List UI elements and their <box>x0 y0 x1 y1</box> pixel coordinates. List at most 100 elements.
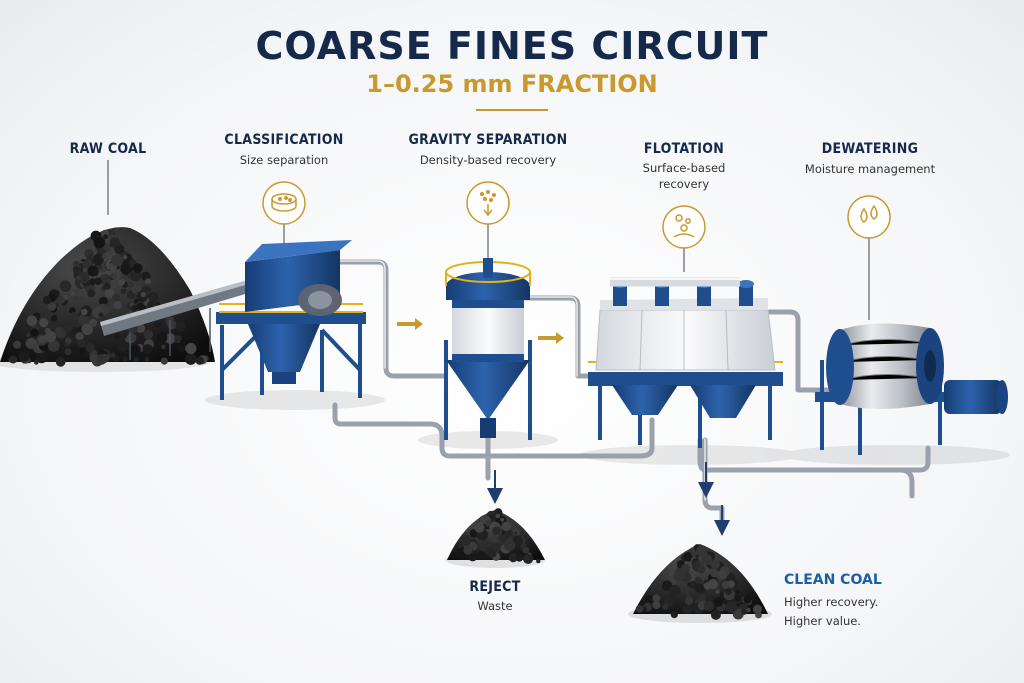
flotation-drive <box>739 284 753 306</box>
dewatering-unit <box>815 323 1008 455</box>
coal-chunk <box>62 320 74 332</box>
coal-chunk <box>120 288 127 295</box>
output-desc-reject: Waste <box>477 599 513 613</box>
stage-label-dewatering: DEWATERING <box>821 141 919 157</box>
coal-chunk <box>96 354 107 365</box>
coal-chunk <box>112 293 120 302</box>
sieve-icon <box>262 181 306 225</box>
coal-chunk <box>680 563 691 574</box>
coal-chunk <box>89 278 96 286</box>
clean-coal-pile <box>628 544 772 623</box>
coal-chunk <box>64 348 72 356</box>
flotation-drive-cap <box>738 280 754 288</box>
coal-chunk <box>99 296 108 306</box>
coal-chunk <box>39 318 49 328</box>
coal-chunk <box>79 296 85 301</box>
coal-chunk <box>682 604 692 614</box>
coal-chunk <box>109 237 121 248</box>
coal-chunk <box>673 570 685 582</box>
classification-unit <box>216 240 366 400</box>
coal-chunk <box>79 347 86 354</box>
coal-chunk <box>684 588 689 593</box>
coal-chunk <box>736 590 741 595</box>
coal-chunk <box>87 289 96 298</box>
stage-desc-classification: Size separation <box>239 153 329 167</box>
coal-chunk <box>708 578 719 590</box>
coal-chunk <box>59 280 72 293</box>
coal-chunk <box>732 608 744 620</box>
coal-chunk <box>47 302 57 311</box>
conveyor-belt <box>100 280 252 360</box>
coal-chunk <box>13 340 22 349</box>
coal-chunk <box>77 271 90 284</box>
coal-chunk <box>34 360 39 365</box>
coal-chunk <box>463 545 473 555</box>
coal-chunk <box>700 593 706 599</box>
stage-label-gravity: GRAVITY SEPARATION <box>408 132 568 148</box>
coal-chunk <box>753 606 760 613</box>
flotation-drive <box>655 284 669 306</box>
coal-chunk <box>103 234 108 240</box>
page-subtitle: 1–0.25 mm FRACTION <box>366 70 658 98</box>
coal-chunk <box>26 333 31 338</box>
coal-chunk <box>85 343 95 353</box>
coal-chunk <box>683 552 693 561</box>
coal-chunk <box>460 534 472 547</box>
coal-chunk <box>685 596 694 605</box>
coal-chunk <box>474 522 485 533</box>
coal-chunk <box>508 553 518 563</box>
coal-chunk <box>72 346 79 352</box>
coal-chunk <box>513 531 519 536</box>
output-desc-clean-coal-line-1: Higher recovery. <box>784 595 879 609</box>
coal-chunk <box>111 254 124 267</box>
stage-desc-flotation-line-1: Surface-based <box>642 161 726 175</box>
coal-chunk <box>492 526 501 535</box>
coal-chunk <box>522 546 530 554</box>
coal-chunk <box>662 603 669 611</box>
coal-chunk <box>746 607 751 613</box>
coal-chunk <box>70 291 75 296</box>
coal-chunk <box>148 304 153 309</box>
coal-chunk <box>42 295 52 305</box>
coal-chunk <box>685 592 691 598</box>
flotation-drive <box>697 284 711 306</box>
coal-chunk <box>512 535 524 547</box>
coal-chunk <box>180 339 186 345</box>
process-piping <box>332 259 931 525</box>
page-title: COARSE FINES CIRCUIT <box>255 24 769 68</box>
coal-chunk <box>160 357 168 365</box>
coal-chunk <box>130 344 141 356</box>
coal-chunk <box>710 609 721 620</box>
coal-chunk <box>154 320 162 328</box>
coal-chunk <box>743 595 752 604</box>
stage-label-flotation: FLOTATION <box>643 141 725 157</box>
coal-chunk <box>73 295 79 301</box>
coal-chunk <box>456 548 462 555</box>
coal-chunk <box>103 243 111 252</box>
flow-arrows <box>397 318 564 344</box>
flow-arrow-2 <box>538 332 564 344</box>
coal-chunk <box>175 321 186 332</box>
coal-chunk <box>523 553 534 565</box>
coal-chunk <box>176 343 186 353</box>
coal-chunk <box>148 291 159 302</box>
coal-chunk <box>687 582 692 587</box>
coal-chunk <box>129 333 137 341</box>
coal-chunk <box>491 535 497 542</box>
coal-chunk <box>661 580 673 591</box>
flow-arrow-1 <box>397 318 423 330</box>
bubbles-icon <box>662 205 706 249</box>
flotation-mechanisms <box>612 280 754 306</box>
coal-chunk <box>725 601 738 613</box>
coal-chunk <box>500 517 505 522</box>
floor-shadows <box>0 352 1010 465</box>
coal-chunk <box>55 327 62 334</box>
coal-chunk <box>76 275 81 281</box>
title-underline <box>476 109 548 111</box>
coal-chunk <box>110 272 118 280</box>
coal-chunk <box>696 545 708 557</box>
coal-chunk <box>40 354 46 360</box>
coal-chunk <box>521 543 526 549</box>
stage-desc-dewatering: Moisture management <box>804 162 936 176</box>
